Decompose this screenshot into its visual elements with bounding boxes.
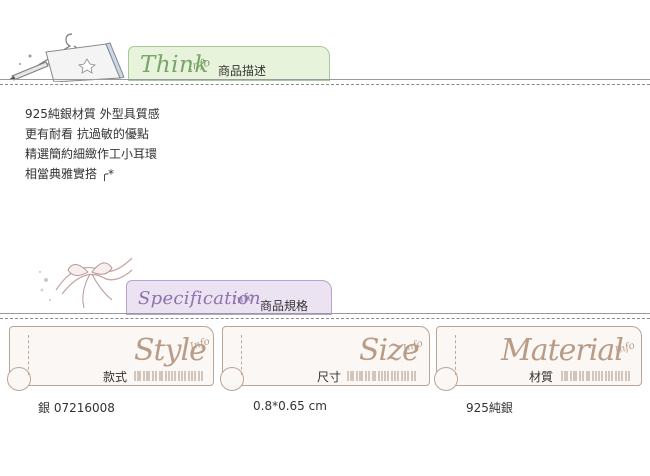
card-curl [220,367,244,391]
description-line: 925純銀材質 外型具質感 [25,107,160,121]
think-tab [128,46,330,81]
description-line: 精選簡約細緻作工小耳環 [25,147,158,161]
style-label: 款式 [103,370,128,384]
description-line: 相當典雅實搭 ╭* [25,167,115,181]
material-value: 925純銀 [466,401,513,415]
card-dash [28,335,29,375]
description-line: 更有耐看 抗過敏的優點 [25,127,149,141]
size-value: 0.8*0.65 cm [253,399,327,413]
barcode-decoration [134,371,203,381]
size-script-word: Size [359,333,420,368]
spec-card-style: Style Info 款式 [7,326,214,391]
spec-card-size: Size Info 尺寸 [220,326,430,391]
card-dash [455,335,456,375]
spec-divider [0,313,650,314]
spec-script-title: Specification [138,288,261,309]
barcode-decoration [561,371,630,381]
material-label: 材質 [529,370,554,384]
spec-tab [126,280,332,315]
spec-section-label: 商品規格 [260,299,309,313]
size-label: 尺寸 [317,370,342,384]
ribbon-bow-icon [38,257,133,309]
barcode-decoration [347,371,416,381]
style-script-word: Style [134,333,207,368]
material-script-word: Material [501,333,624,368]
spec-dashed-divider [0,318,650,319]
style-value: 銀 07216008 [38,401,115,415]
think-section-label: 商品描述 [218,64,267,78]
think-dashed-divider [0,84,650,85]
card-dash [241,335,242,375]
spec-card-material: Material Info 材質 [434,326,642,391]
hanger-notebook-pencil-icon [8,33,125,82]
card-curl [7,367,31,391]
think-script-title: Think [140,52,209,78]
card-curl [434,367,458,391]
think-divider [0,79,650,80]
